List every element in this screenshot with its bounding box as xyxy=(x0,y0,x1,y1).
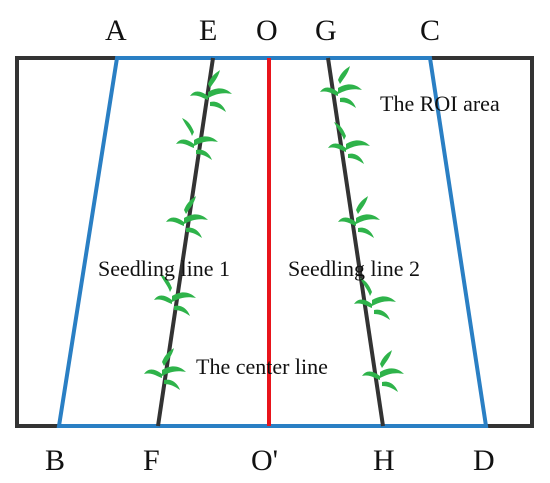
point-label-c: C xyxy=(420,14,440,47)
seedling-icon xyxy=(320,66,362,108)
point-label-b: B xyxy=(45,444,65,477)
seedling-icon xyxy=(328,122,370,164)
seedling-icon xyxy=(154,274,196,316)
seedling-line-1-label: Seedling line 1 xyxy=(98,256,230,281)
seedlings-row-2 xyxy=(320,66,404,392)
point-label-o: O xyxy=(256,14,278,47)
roi-trapezoid xyxy=(56,56,489,428)
seedling-line-2 xyxy=(326,57,385,427)
point-label-g: G xyxy=(315,14,337,47)
point-label-e: E xyxy=(199,14,217,47)
seedlings-row-1 xyxy=(144,70,232,390)
point-label-f: F xyxy=(143,444,160,477)
seedling-icon xyxy=(176,118,218,160)
point-label-a: A xyxy=(105,14,127,47)
center-line-label: The center line xyxy=(196,354,328,379)
seedling-icon xyxy=(362,350,404,392)
point-label-o-prime: O' xyxy=(251,444,278,477)
point-label-h: H xyxy=(373,444,395,477)
seedling-icon xyxy=(144,348,186,390)
point-label-d: D xyxy=(473,444,495,477)
roi-area-label: The ROI area xyxy=(380,91,500,116)
seedling-line-2-label: Seedling line 2 xyxy=(288,256,420,281)
seedling-icon xyxy=(338,196,380,238)
seedling-line-1 xyxy=(156,57,215,427)
seedling-icon xyxy=(190,70,232,112)
seedling-icon xyxy=(354,278,396,320)
seedling-icon xyxy=(166,196,208,238)
